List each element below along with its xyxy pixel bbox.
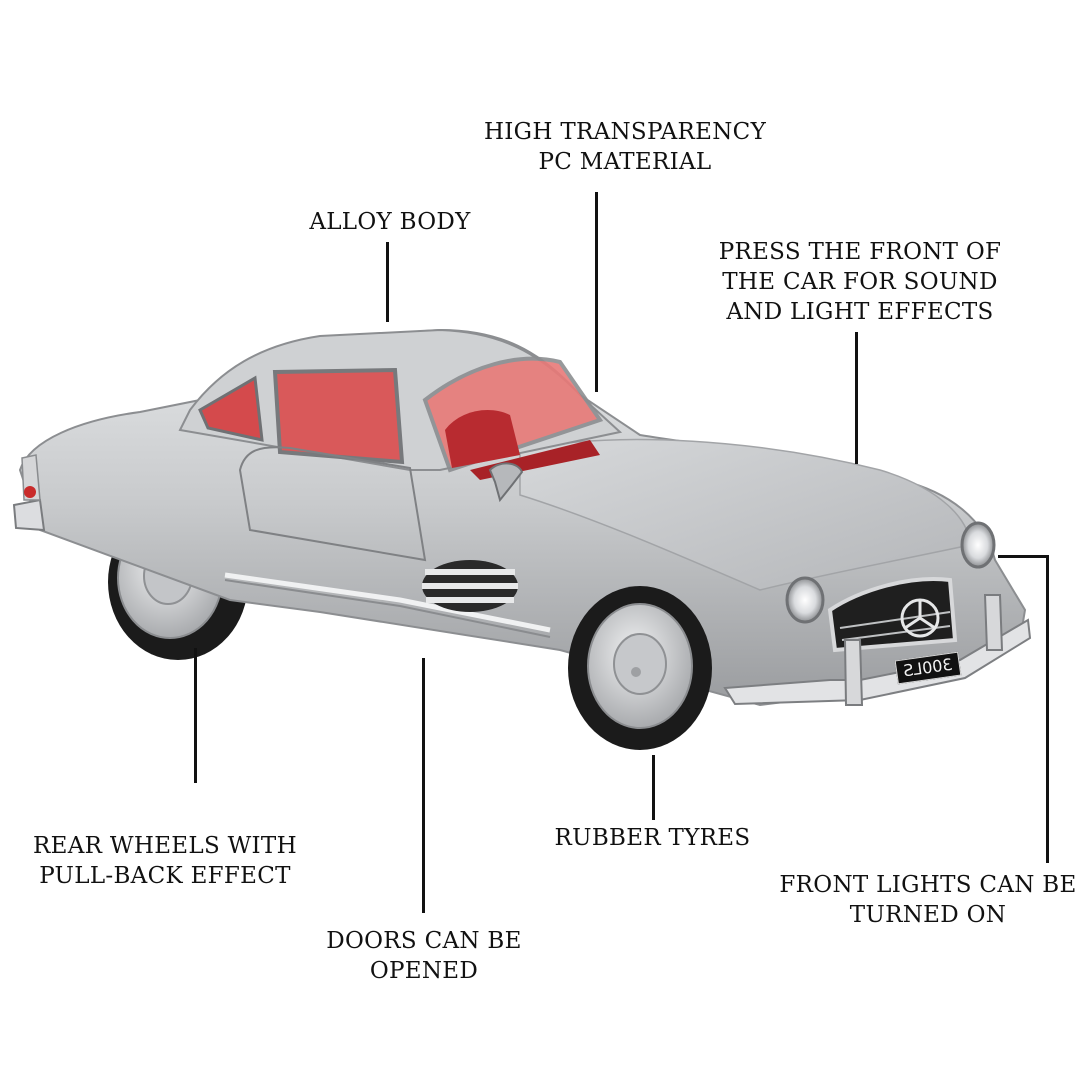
license-plate-text: 300LS bbox=[902, 654, 954, 681]
callout-high-transparency-line1: HIGH TRANSPARENCY bbox=[483, 119, 767, 145]
callout-front-lights: FRONT LIGHTS CAN BE TURNED ON bbox=[778, 870, 1078, 930]
callout-front-lights-line1: FRONT LIGHTS CAN BE bbox=[779, 872, 1077, 898]
car-front bbox=[723, 521, 1032, 706]
headlight-left bbox=[785, 576, 825, 624]
callout-press-front-line1: PRESS THE FRONT OF bbox=[718, 239, 1002, 265]
callout-alloy-body-line1: ALLOY BODY bbox=[309, 209, 471, 235]
callout-doors: DOORS CAN BE OPENED bbox=[310, 926, 538, 986]
leader-line-rubber-tyres bbox=[652, 755, 655, 820]
headlight-right bbox=[960, 521, 996, 569]
leader-line-press-front bbox=[855, 332, 858, 464]
callout-rubber-tyres: RUBBER TYRES bbox=[545, 823, 760, 853]
callout-rubber-tyres-line1: RUBBER TYRES bbox=[554, 825, 751, 851]
star-emblem bbox=[900, 598, 940, 638]
leader-line-rear-wheels bbox=[194, 648, 197, 783]
leader-line-doors bbox=[422, 658, 425, 913]
leader-line-front-lights-v bbox=[1046, 555, 1049, 863]
leader-line-front-lights-h bbox=[998, 555, 1048, 558]
leader-line-alloy-body bbox=[386, 242, 389, 322]
callout-high-transparency-line2: PC MATERIAL bbox=[538, 149, 712, 175]
callout-press-front-line3: AND LIGHT EFFECTS bbox=[726, 299, 994, 325]
callout-doors-line1: DOORS CAN BE bbox=[326, 928, 522, 954]
callout-doors-line2: OPENED bbox=[369, 958, 479, 984]
leader-line-high-transparency bbox=[595, 192, 598, 392]
callout-alloy-body: ALLOY BODY bbox=[290, 207, 490, 237]
callout-rear-wheels: REAR WHEELS WITH PULL-BACK EFFECT bbox=[20, 831, 310, 891]
callout-rear-wheels-line1: REAR WHEELS WITH bbox=[33, 833, 297, 859]
callout-rear-wheels-line2: PULL-BACK EFFECT bbox=[39, 863, 291, 889]
callout-press-front-line2: THE CAR FOR SOUND bbox=[722, 269, 998, 295]
callout-high-transparency: HIGH TRANSPARENCY PC MATERIAL bbox=[470, 117, 780, 177]
front-wheel bbox=[568, 586, 712, 750]
car-body bbox=[12, 328, 1027, 707]
callout-front-lights-line2: TURNED ON bbox=[849, 902, 1007, 928]
callout-press-front: PRESS THE FRONT OF THE CAR FOR SOUND AND… bbox=[710, 237, 1010, 327]
side-vent bbox=[422, 560, 518, 612]
